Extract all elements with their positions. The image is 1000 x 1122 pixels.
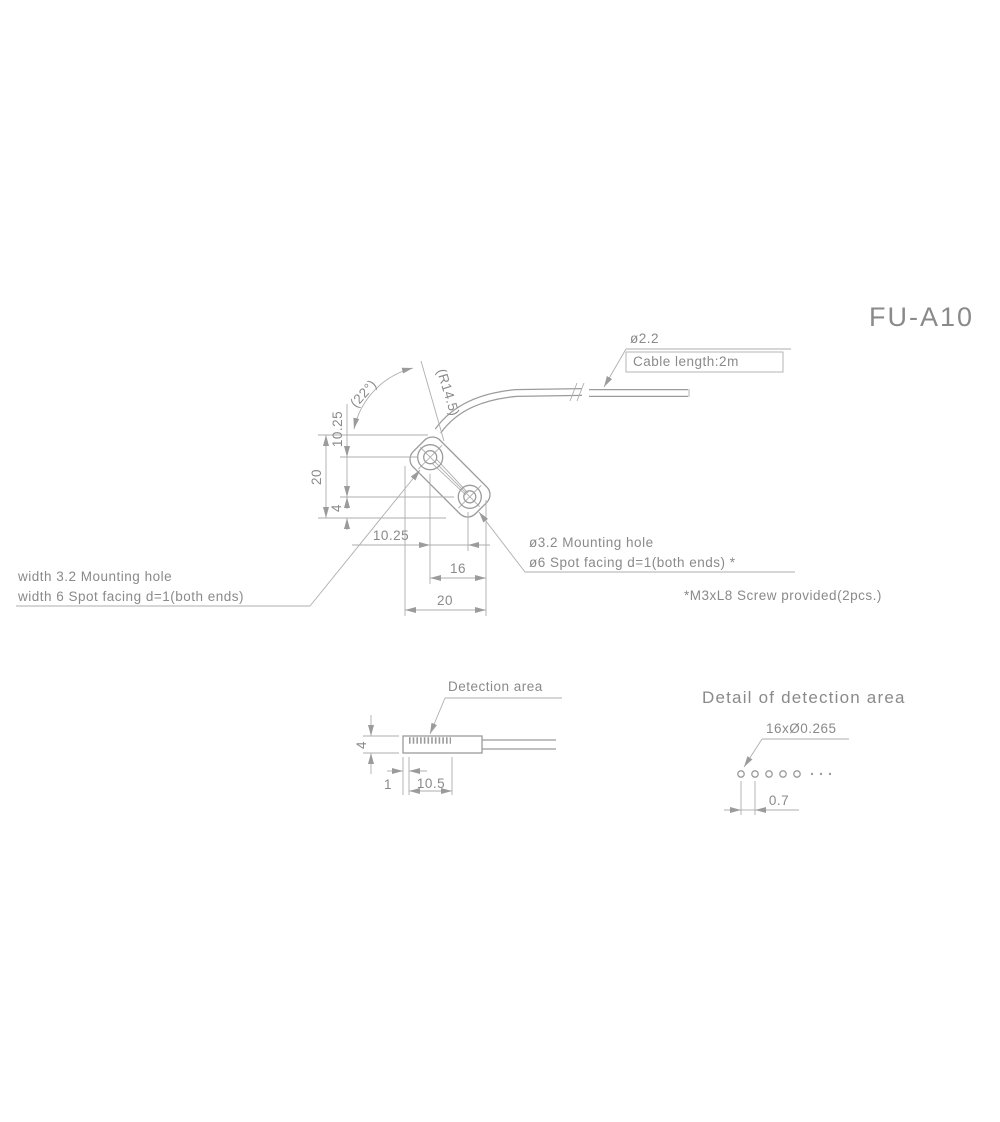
detail-view-title: Detail of detection area: [702, 688, 906, 707]
fiber-hole-circle: [793, 770, 801, 778]
fiber-hole-circle: [765, 770, 773, 778]
dim-hole-to-edge: 4: [329, 504, 344, 512]
ellipsis-dot: [819, 772, 823, 776]
leader-line: [743, 738, 763, 768]
dim-overall-height: 20: [309, 469, 324, 485]
leader-line: [603, 348, 627, 388]
cable-length-box: [625, 351, 784, 373]
cable-diameter-label: ø2.2: [630, 331, 659, 346]
fiber-count-callout: 16xØ0.265: [743, 721, 849, 768]
dim-edge-offset: 1: [384, 777, 392, 792]
model-title: FU-A10: [869, 302, 974, 332]
screw-note: *M3xL8 Screw provided(2pcs.): [684, 588, 882, 603]
dim-side-height: 4: [354, 741, 369, 749]
round-hole-label-line1: ø3.2 Mounting hole: [529, 535, 654, 550]
side-body-outline: [402, 735, 483, 754]
dim-fiber-pitch: 0.7: [769, 793, 789, 808]
fiber-holes: [737, 770, 832, 778]
leader-line: [420, 360, 445, 442]
slot-hole-circle: [423, 450, 438, 465]
ellipsis-dot: [828, 772, 832, 776]
bend-radius-label: (R14.5): [434, 367, 463, 418]
round-hole-spotface-circle: [457, 484, 482, 509]
fiber-count-label: 16xØ0.265: [766, 721, 837, 736]
round-hole-circle: [463, 490, 477, 504]
detection-area-callout: Detection area: [429, 679, 562, 735]
fiber-hole-circle: [779, 770, 787, 778]
round-hole-label-line2: ø6 Spot facing d=1(both ends) *: [529, 555, 736, 570]
slot-hole-label-line1: width 3.2 Mounting hole: [17, 569, 172, 584]
main-view: ø2.2 Cable length:2m (R14.5) (22°) 20: [16, 331, 882, 616]
slot-hole-centerline: [417, 444, 443, 470]
detail-view: Detail of detection area 16xØ0.265 0.7: [702, 688, 906, 815]
vertical-dimensions: 20 10.25 4: [309, 404, 454, 530]
side-view-dimensions: 4 1 10.5: [354, 715, 453, 795]
dim-hole-offset-horizontal: 10.25: [373, 528, 409, 543]
detection-area-label: Detection area: [448, 679, 543, 694]
sensor-head: [409, 436, 491, 518]
dim-detection-length: 10.5: [417, 776, 445, 791]
dim-hole-offset-vertical: 10.25: [330, 411, 345, 447]
dim-overall-width: 20: [437, 593, 453, 608]
side-view: Detection area 4 1 10.5: [354, 679, 562, 795]
leader-line: [478, 511, 526, 573]
exit-angle-dimension: (22°): [347, 367, 414, 430]
slot-hole-callout: width 3.2 Mounting hole width 6 Spot fac…: [16, 469, 421, 607]
angle-arc: [353, 367, 414, 430]
round-hole-callout: ø3.2 Mounting hole ø6 Spot facing d=1(bo…: [478, 511, 795, 573]
cable-break-mark: [576, 382, 585, 402]
ellipsis-dot: [810, 772, 814, 776]
slot-hole-label-line2: width 6 Spot facing d=1(both ends): [17, 589, 244, 604]
cable-curve-core: [435, 389, 583, 433]
leader-line: [429, 697, 446, 735]
fiber-hole-circle: [737, 770, 745, 778]
cable-callout: ø2.2 Cable length:2m: [603, 331, 791, 388]
slot-hole-spotface-circle: [417, 444, 444, 471]
round-hole-centerline: [458, 485, 482, 509]
cable-break-mark: [569, 382, 578, 402]
dim-hole-spacing: 16: [450, 561, 466, 576]
leader-line: [309, 469, 421, 607]
cable: [434, 382, 690, 434]
cable-length-label: Cable length:2m: [633, 354, 739, 369]
fiber-hole-circle: [751, 770, 759, 778]
fiber-pitch-dimension: 0.7: [724, 781, 799, 815]
